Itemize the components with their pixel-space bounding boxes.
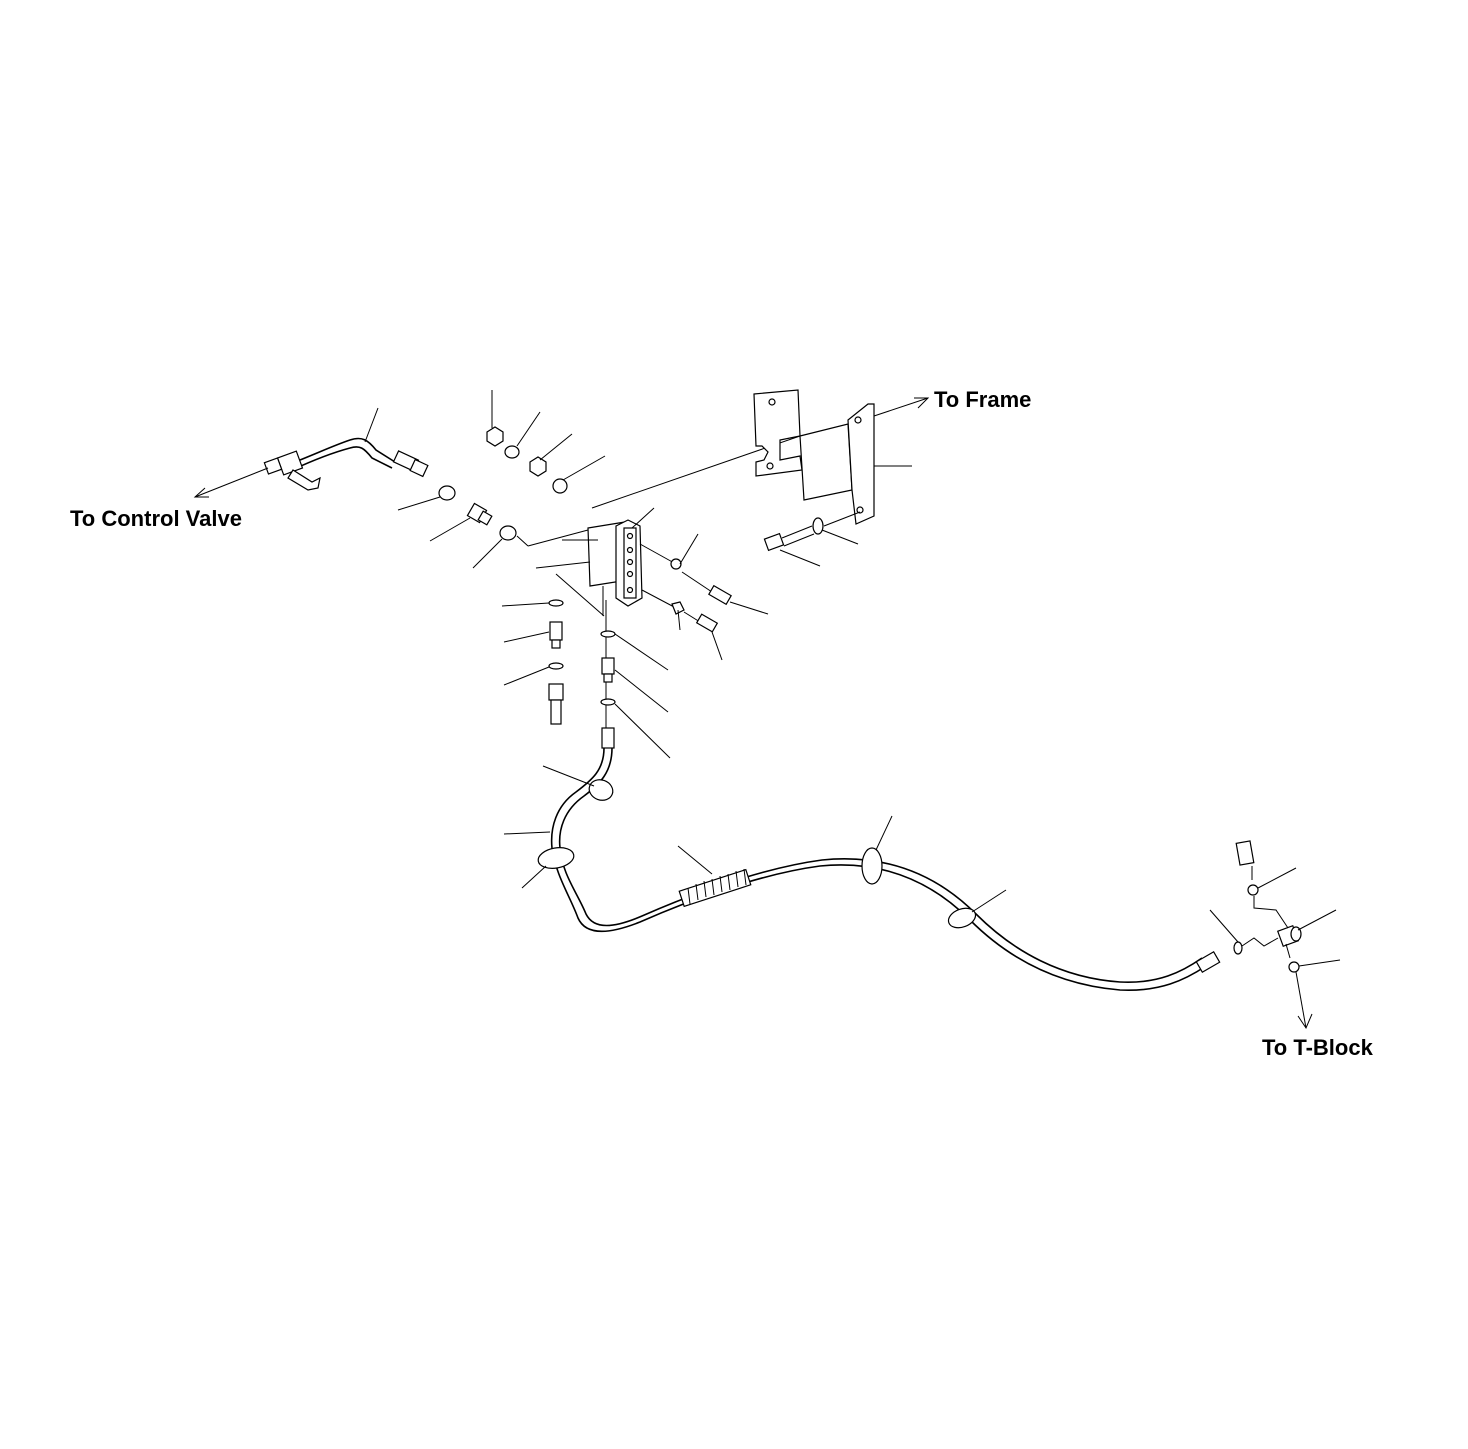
- to-frame-label: To Frame: [934, 387, 1032, 412]
- frame-bolt: [763, 511, 861, 567]
- to-control-valve-label: To Control Valve: [70, 506, 242, 531]
- hose-clamps: [503, 765, 1007, 929]
- fitting-stack-left: [501, 599, 564, 725]
- to-t-block-label: To T-Block: [1262, 1035, 1373, 1060]
- control-valve-hose: [193, 437, 429, 498]
- long-hose: [550, 747, 1221, 991]
- spring-guard: [678, 868, 752, 908]
- block-bolts: [639, 533, 769, 661]
- fitting-stack-center: [600, 600, 671, 759]
- leader-control-hose: [364, 407, 379, 443]
- t-block-assembly: [1209, 840, 1341, 1030]
- mounting-block: [535, 435, 801, 617]
- adapter-group-left: [397, 485, 589, 569]
- frame-bracket: [753, 389, 930, 525]
- fitting-stack-upper: [486, 390, 606, 494]
